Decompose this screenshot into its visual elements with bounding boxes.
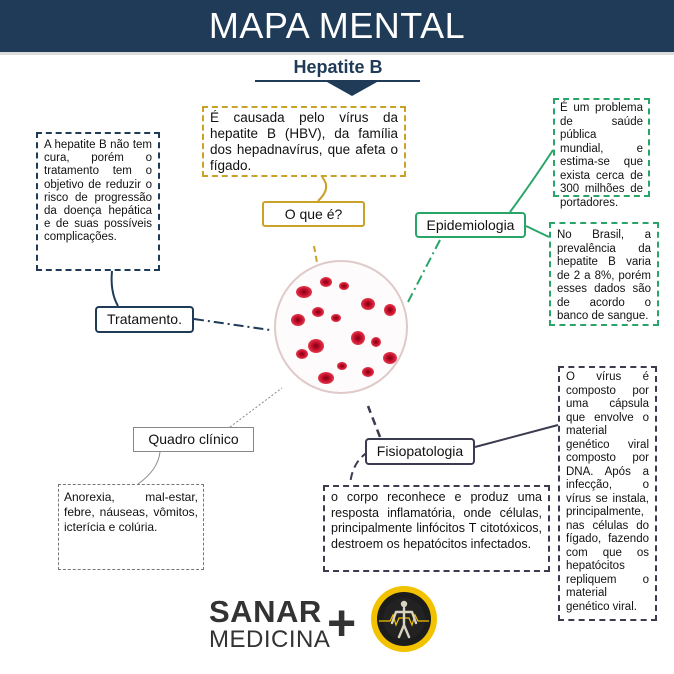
- connector-epi-box1: [509, 149, 554, 213]
- node-tratamento: Tratamento.: [95, 306, 194, 333]
- treatment-box: A hepatite B não tem cura, porém o trata…: [36, 132, 160, 271]
- definition-box: É causada pelo vírus da hepatite B (HBV)…: [202, 106, 406, 177]
- page-title: MAPA MENTAL: [208, 5, 466, 46]
- logo-line-sanar: SANAR: [209, 594, 322, 629]
- topic-underline: [255, 80, 420, 82]
- connector-quadro-center: [229, 387, 283, 428]
- connector-trat-box: [110, 270, 119, 307]
- node-quadro-clinico: Quadro clínico: [133, 427, 254, 452]
- epidemiology-brazil-box: No Brasil, a prevalência da hepatite B v…: [549, 222, 659, 326]
- connector-def-oque: [317, 176, 328, 202]
- connector-fisio-box1: [474, 424, 559, 448]
- header-banner: MAPA MENTAL: [0, 0, 674, 55]
- node-fisiopatologia: Fisiopatologia: [365, 438, 475, 465]
- sanar-medicina-logo: SANAR MEDICINA: [209, 594, 331, 653]
- anatomy-league-seal-icon: [370, 585, 438, 653]
- map-topic-title: Hepatite B: [293, 57, 383, 77]
- node-epidemiologia: Epidemiologia: [415, 212, 526, 238]
- pathophysiology-immune-box: o corpo reconhece e produz uma resposta …: [323, 485, 550, 572]
- clinical-picture-box: Anorexia, mal-estar, febre, náuseas, vôm…: [58, 484, 204, 570]
- plus-sign: +: [327, 595, 357, 651]
- connector-trat-center: [193, 318, 271, 331]
- blood-cells-icon: [272, 258, 410, 396]
- connector-quadro-box: [137, 451, 161, 485]
- connector-fisio-center: [366, 405, 382, 438]
- connector-oque-center: [313, 245, 319, 269]
- connector-epi-center: [407, 239, 441, 303]
- epidemiology-world-box: É um problema de saúde pública mundial, …: [553, 98, 650, 209]
- topic-arrow: [327, 82, 377, 96]
- logo-line-medicina: MEDICINA: [209, 626, 331, 653]
- node-o-que-e: O que é?: [262, 201, 365, 227]
- pathophysiology-virus-box: O vírus é composto por uma cápsula que e…: [558, 366, 657, 621]
- connector-epi-box2: [525, 225, 550, 238]
